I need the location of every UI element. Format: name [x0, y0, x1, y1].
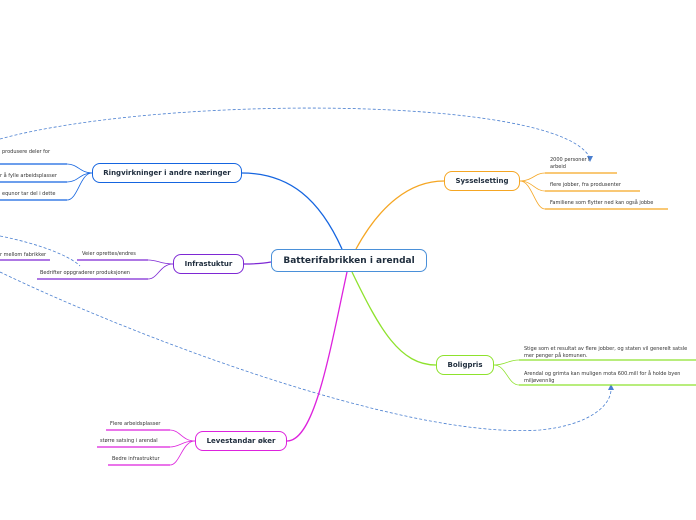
leaf-connector: [66, 172, 93, 201]
subtopic-bedrifter[interactable]: Bedrifter oppgraderer produksjonen: [40, 270, 130, 276]
branch-line-sys: [355, 180, 445, 250]
subtopic-flere-arbeidsplasser[interactable]: Flere arbeidsplasser: [110, 421, 161, 427]
subtopic-produsere-deler[interactable]: produsere deler for: [2, 149, 51, 155]
branch-line-infra: [243, 261, 272, 265]
leaf-connector: [169, 440, 196, 466]
subtopic-2000-personer[interactable]: 2000 personer i arbeid: [550, 157, 590, 170]
subtopic-equnor[interactable]: equnor tar del i dette: [2, 191, 56, 197]
relation-link-infra-to-bol: [0, 271, 612, 432]
leaf-connector: [519, 172, 546, 182]
topic-sysselsetting[interactable]: Sysselsetting: [444, 171, 520, 191]
arrowhead-bol: [608, 384, 614, 390]
leaf-connector: [147, 263, 174, 280]
leaf-connector: [519, 180, 546, 192]
subtopic-familiene[interactable]: Familiene som flytter ned kan også jobbe: [550, 200, 654, 206]
leaf-connector: [493, 364, 520, 386]
subtopic-veier[interactable]: Veier oprettes/endres: [82, 251, 136, 257]
leaf-connector: [66, 163, 93, 174]
subtopic-arendal-grimta[interactable]: Arendal og grimta kan muligen mota 600.m…: [524, 371, 681, 384]
topic-levestandar[interactable]: Levestandar øker: [195, 431, 287, 451]
leaf-connector: [493, 359, 520, 366]
topic-infrastruktur[interactable]: Infrastuktur: [173, 254, 244, 274]
branch-line-lev: [286, 271, 348, 442]
central-topic[interactable]: Batterifabrikken i arendal: [271, 249, 427, 272]
arrowhead-sys: [587, 156, 593, 162]
topic-ringvirkninger[interactable]: Ringvirkninger i andre næringer: [92, 163, 242, 183]
relation-link-short: [0, 235, 81, 267]
subtopic-mellom-fabrikker[interactable]: r mellom fabrikker: [0, 252, 47, 258]
topic-boligpris[interactable]: Boligpris: [436, 355, 494, 375]
branch-line-bol: [351, 271, 437, 366]
leaf-connector: [169, 429, 196, 442]
subtopic-bedre-infrastruktur[interactable]: Bedre infrastruktur: [112, 456, 160, 462]
subtopic-storre-satsing[interactable]: større satsing i arendal: [100, 438, 158, 444]
subtopic-fylle-arbeidsplasser[interactable]: r å fylle arbeidsplasser: [0, 173, 57, 179]
relation-link-ring-to-sys: [0, 107, 591, 159]
leaf-connector: [147, 259, 174, 265]
subtopic-flere-jobber[interactable]: flere jobber, fra produsenter: [550, 182, 621, 188]
subtopic-stige[interactable]: Stige som et resultat av flere jobber, o…: [524, 346, 688, 359]
leaf-connector: [519, 180, 546, 210]
branch-line-ring: [241, 172, 343, 250]
